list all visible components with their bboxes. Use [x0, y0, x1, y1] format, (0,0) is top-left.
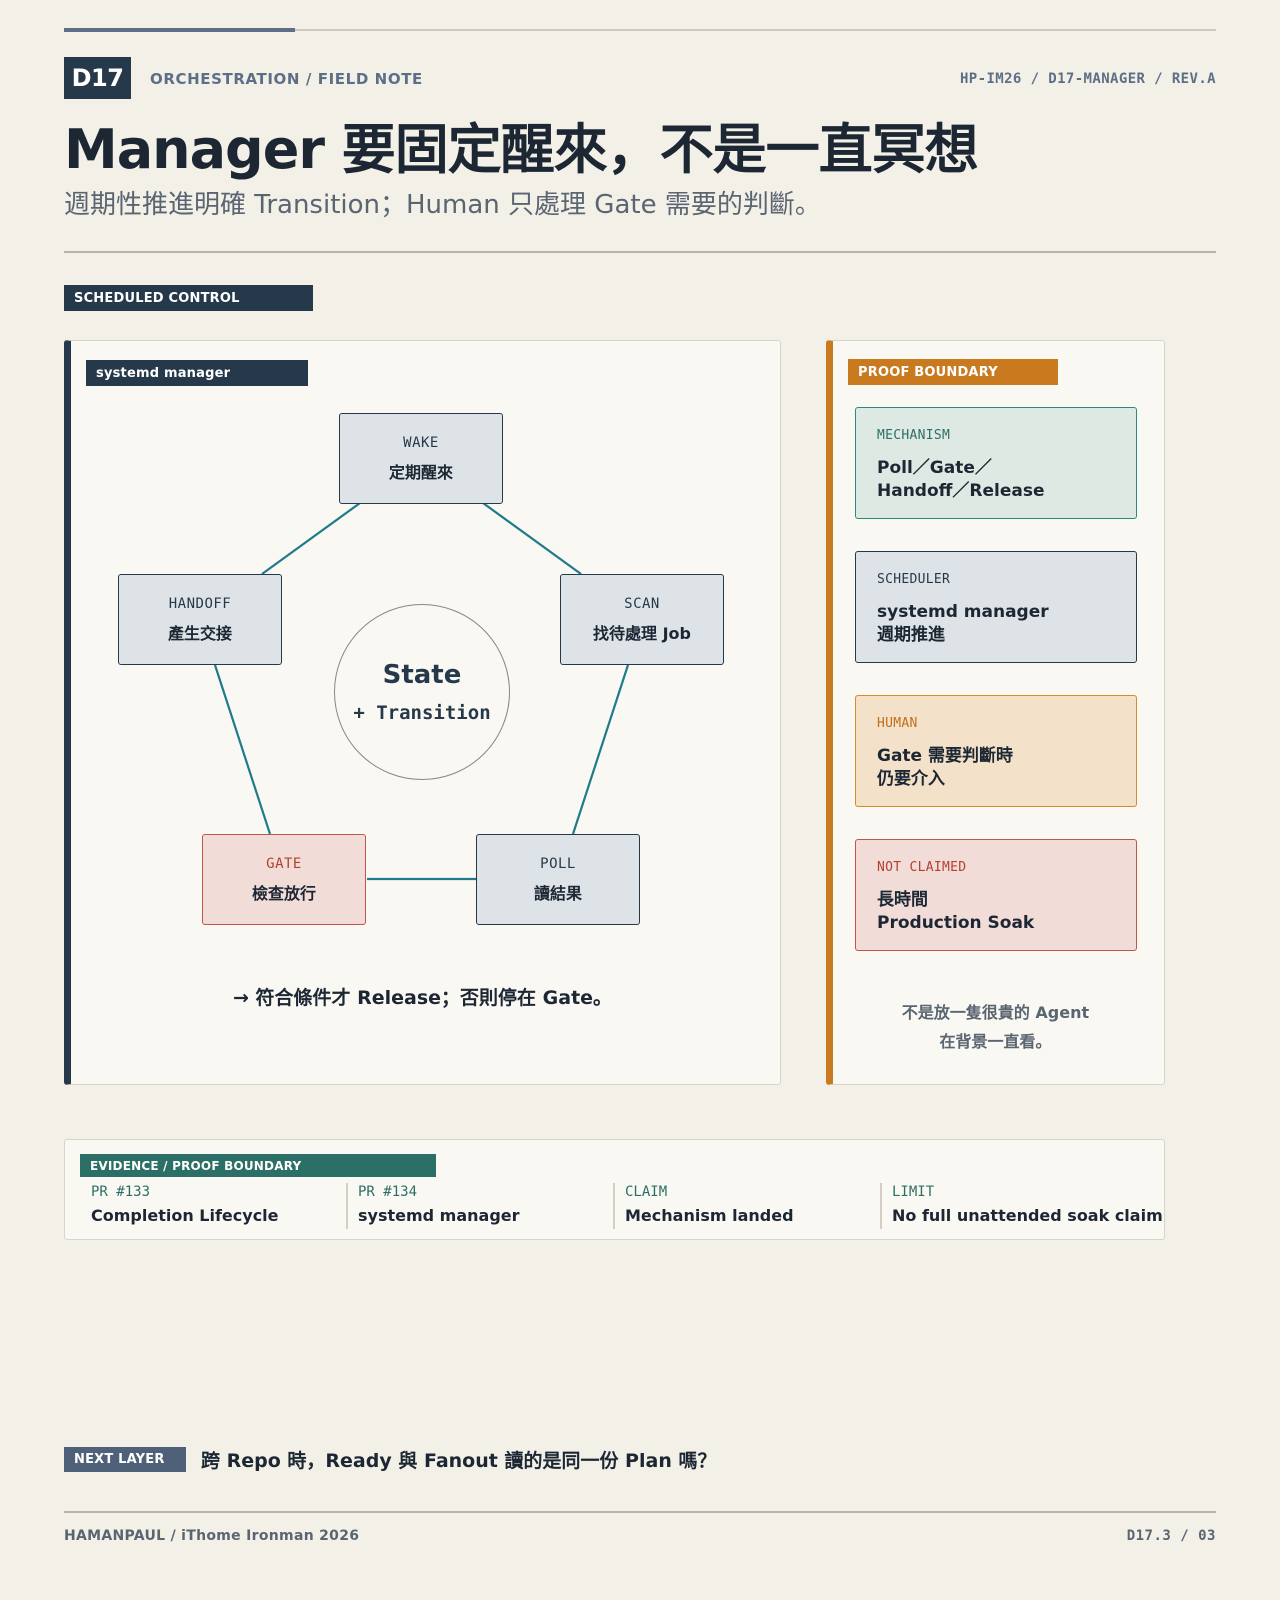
diagram-tag: systemd manager — [86, 360, 308, 386]
evidence-divider — [346, 1183, 348, 1229]
page-title: Manager 要固定醒來，不是一直冥想 — [64, 118, 979, 181]
node-scan: SCAN 找待處理 Job — [560, 574, 724, 665]
proof-note: 不是放一隻很貴的 Agent 在背景一直看。 — [826, 998, 1165, 1056]
scheduler-line2: 週期推進 — [877, 625, 945, 645]
next-layer-question: 跨 Repo 時，Ready 與 Fanout 讀的是同一份 Plan 嗎？ — [201, 1450, 717, 1472]
node-gate-code: GATE — [266, 855, 302, 872]
evidence-item: CLAIM Mechanism landed — [625, 1184, 794, 1228]
evidence-value: No full unattended soak claim — [892, 1206, 1163, 1225]
node-handoff-code: HANDOFF — [168, 595, 232, 612]
evidence-key: PR #133 — [91, 1184, 151, 1200]
node-scan-label: 找待處理 Job — [593, 623, 691, 643]
node-scan-code: SCAN — [624, 595, 660, 612]
proof-note-line2: 在背景一直看。 — [939, 1032, 1052, 1051]
divider — [64, 251, 1216, 253]
release-note: → 符合條件才 Release；否則停在 Gate。 — [232, 987, 613, 1009]
node-wake: WAKE 定期醒來 — [339, 413, 503, 504]
doc-reference: HP-IM26 / D17-MANAGER / REV.A — [959, 71, 1216, 87]
footer-rule — [64, 1511, 1216, 1513]
scheduler-label: SCHEDULER — [877, 572, 951, 587]
node-gate: GATE 檢查放行 — [202, 834, 366, 925]
node-wake-label: 定期醒來 — [388, 462, 453, 482]
mechanism-box: MECHANISM Poll／Gate／ Handoff／Release — [855, 407, 1137, 519]
page-subtitle: 週期性推進明確 Transition；Human 只處理 Gate 需要的判斷。 — [64, 190, 821, 220]
evidence-item: PR #134 systemd manager — [358, 1184, 520, 1228]
state-circle: State + Transition — [334, 604, 510, 780]
mechanism-label: MECHANISM — [877, 428, 951, 443]
footer-credit: HAMANPAUL / iThome Ironman 2026 — [64, 1528, 360, 1544]
not-claimed-line1: 長時間 — [877, 890, 928, 910]
evidence-value: Completion Lifecycle — [91, 1206, 279, 1225]
scheduler-box: SCHEDULER systemd manager 週期推進 — [855, 551, 1137, 663]
node-wake-code: WAKE — [403, 434, 439, 451]
evidence-key: LIMIT — [892, 1184, 935, 1200]
human-label: HUMAN — [877, 716, 918, 731]
evidence-value: Mechanism landed — [625, 1206, 794, 1225]
human-line1: Gate 需要判斷時 — [877, 746, 1013, 766]
not-claimed-line2: Production Soak — [877, 913, 1035, 933]
node-poll: POLL 讀結果 — [476, 834, 640, 925]
proof-tag: PROOF BOUNDARY — [848, 359, 1058, 385]
scheduler-line1: systemd manager — [877, 602, 1049, 622]
day-badge: D17 — [64, 57, 131, 99]
node-poll-code: POLL — [540, 855, 576, 872]
evidence-divider — [880, 1183, 882, 1229]
edge-handoff-wake — [261, 502, 361, 575]
evidence-key: CLAIM — [625, 1184, 668, 1200]
node-handoff: HANDOFF 產生交接 — [118, 574, 282, 665]
mechanism-line1: Poll／Gate／ — [877, 458, 992, 478]
evidence-tag: EVIDENCE / PROOF BOUNDARY — [80, 1154, 436, 1177]
top-rule-accent — [64, 28, 295, 32]
not-claimed-box: NOT CLAIMED 長時間 Production Soak — [855, 839, 1137, 951]
kicker: ORCHESTRATION / FIELD NOTE — [150, 70, 423, 88]
proof-note-line1: 不是放一隻很貴的 Agent — [901, 1003, 1090, 1022]
node-poll-label: 讀結果 — [533, 883, 582, 903]
evidence-key: PR #134 — [358, 1184, 418, 1200]
not-claimed-label: NOT CLAIMED — [877, 860, 967, 875]
section-tag: SCHEDULED CONTROL — [64, 285, 313, 311]
edge-scan-poll — [571, 664, 630, 835]
evidence-value: systemd manager — [358, 1206, 520, 1225]
node-handoff-label: 產生交接 — [167, 623, 232, 643]
human-box: HUMAN Gate 需要判斷時 仍要介入 — [855, 695, 1137, 807]
human-line2: 仍要介入 — [877, 769, 945, 789]
evidence-divider — [613, 1183, 615, 1229]
node-gate-label: 檢查放行 — [251, 883, 316, 903]
evidence-item: PR #133 Completion Lifecycle — [91, 1184, 279, 1228]
next-layer-tag: NEXT LAYER — [64, 1447, 186, 1472]
state-subtitle: + Transition — [353, 702, 491, 724]
evidence-item: LIMIT No full unattended soak claim — [892, 1184, 1163, 1228]
page-number: D17.3 / 03 — [1126, 1528, 1216, 1544]
edge-wake-scan — [482, 502, 582, 575]
edge-gate-handoff — [213, 664, 272, 835]
state-title: State — [382, 660, 462, 690]
mechanism-line2: Handoff／Release — [877, 481, 1045, 501]
top-rule — [64, 29, 1216, 31]
